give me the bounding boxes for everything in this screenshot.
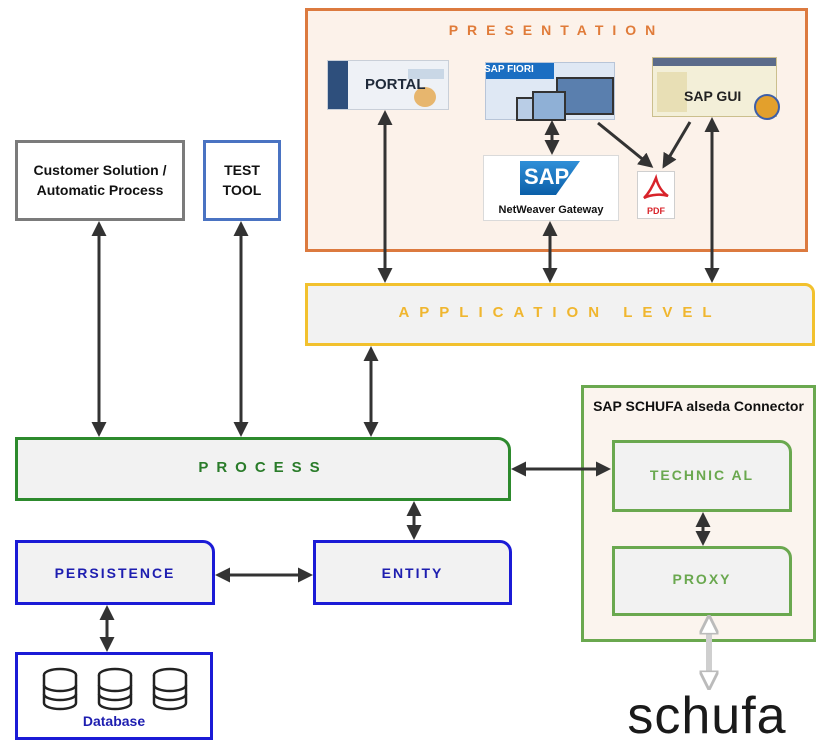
persistence-box	[15, 540, 215, 605]
customer-solution-title: Customer Solution / Automatic Process	[33, 162, 167, 198]
arrow-sapgui-pdf	[662, 121, 692, 169]
fiori-screenshot	[485, 62, 615, 121]
technical-box	[612, 440, 792, 512]
database-cylinder-icon	[152, 667, 188, 711]
gateway-label: NetWeaver Gateway	[498, 204, 604, 216]
entity-box	[313, 540, 512, 605]
portal-label: PORTAL	[365, 76, 426, 93]
database-cylinder-icon	[97, 667, 133, 711]
fiori-label: SAP FIORI	[484, 64, 534, 75]
test-tool-title: TEST TOOL	[222, 162, 262, 198]
database-title: Database	[82, 713, 146, 729]
test-tool-box	[203, 140, 281, 221]
schufa-connector-title: SAP SCHUFA alseda Connector	[593, 398, 804, 414]
pdf-icon	[637, 171, 675, 219]
presentation-title: PRESENTATION	[448, 22, 665, 38]
process-box	[15, 437, 511, 501]
proxy-box	[612, 546, 792, 616]
customer-solution-box	[15, 140, 185, 221]
application-level-box	[305, 283, 815, 346]
sap-gui-screenshot	[652, 57, 780, 120]
database-cylinder-icon	[42, 667, 78, 711]
entity-title: ENTITY	[381, 565, 444, 581]
persistence-title: PERSISTENCE	[54, 565, 176, 581]
schufa-logo: schufa	[627, 687, 787, 745]
sap-logo-text: SAP	[524, 164, 570, 189]
technical-title: TECHNIC AL	[649, 467, 755, 483]
process-title: PROCESS	[198, 459, 328, 476]
portal-screenshot	[327, 60, 449, 110]
proxy-title: PROXY	[672, 571, 732, 587]
application-level-title: APPLICATION LEVEL	[398, 304, 722, 321]
database-box	[15, 652, 213, 740]
sap-gui-label: SAP GUI	[684, 88, 742, 104]
arrow-fiori-pdf	[597, 121, 654, 168]
netweaver-gateway-logo: SAP	[483, 155, 619, 221]
database-icons	[42, 667, 188, 711]
pdf-label: PDF	[647, 206, 665, 216]
